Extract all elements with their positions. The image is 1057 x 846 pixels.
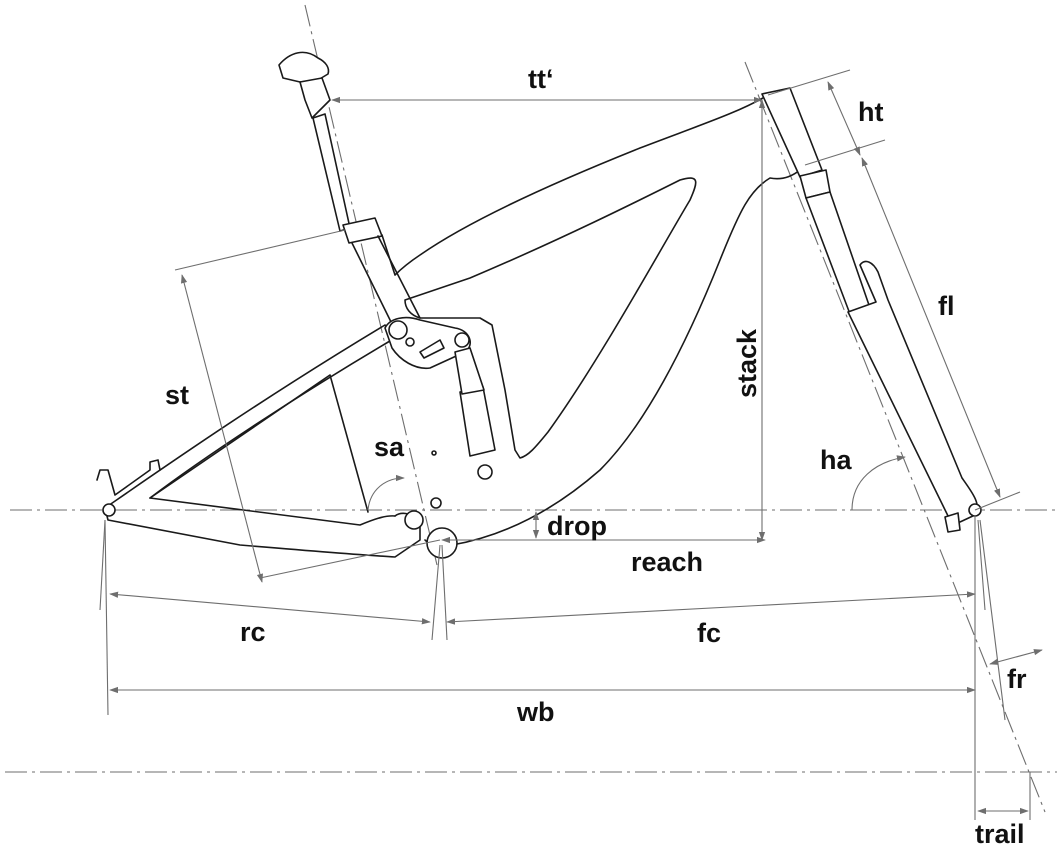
frame-detail-dot: [431, 450, 437, 456]
chainstay: [104, 507, 421, 558]
rocker-pivot-front: [388, 320, 408, 340]
head-tube: [761, 87, 823, 178]
ht-dimension: [827, 81, 861, 156]
label-rc: rc: [240, 617, 266, 647]
bike-frame: [96, 51, 982, 559]
main-frame-outline: [381, 94, 801, 548]
rake-extension: [979, 519, 1006, 721]
fl-dimension: [861, 157, 1001, 498]
seatpost-collar: [342, 217, 383, 244]
label-ht: ht: [858, 97, 883, 127]
label-drop: drop: [547, 511, 607, 541]
label-trail: trail: [975, 819, 1025, 846]
front-axle-extension-b: [977, 519, 986, 611]
shock-lower-mount: [477, 464, 493, 480]
dimension-labels: tt‘ ht fl st stack sa ha drop reach rc f…: [165, 64, 1027, 846]
st-extension-bottom: [259, 539, 441, 579]
seat-tube-axis: [304, 4, 438, 566]
fc-dimension: [446, 591, 976, 625]
label-reach: reach: [631, 547, 703, 577]
ht-extension-bottom: [804, 139, 886, 166]
rear-axle: [102, 503, 116, 517]
rc-dimension: [109, 591, 431, 625]
rear-shock-shaft: [454, 347, 485, 395]
label-fl: fl: [938, 291, 955, 321]
rear-axle-extension: [104, 519, 109, 716]
sa-arc: [367, 474, 405, 511]
label-sa: sa: [374, 432, 405, 462]
main-pivot: [404, 510, 424, 530]
rear-axle-extension-b: [99, 519, 106, 611]
fr-dimension: [989, 649, 1043, 665]
ht-extension-top: [767, 69, 851, 96]
seat-tube: [351, 235, 421, 331]
label-wb: wb: [516, 697, 555, 727]
ha-arc: [851, 455, 906, 511]
label-tt: tt‘: [528, 64, 553, 94]
bb-extension-a: [431, 544, 441, 641]
fl-extension-bottom: [974, 491, 1021, 511]
st-extension-top: [174, 229, 346, 271]
rocker-pivot-rear: [454, 332, 470, 348]
label-st: st: [165, 380, 189, 410]
st-dimension: [180, 274, 264, 583]
rocker-cutout: [419, 339, 445, 359]
label-fc: fc: [697, 618, 721, 648]
saddle-clamp: [278, 51, 330, 83]
fork-dropout: [944, 512, 961, 533]
seatpost-head: [299, 77, 331, 119]
bb-pivot-small: [430, 497, 442, 509]
seatpost: [312, 113, 351, 232]
steering-axis: [744, 61, 1046, 813]
rocker-pivot-mid: [405, 337, 415, 347]
dimension-lines: [99, 69, 1043, 820]
seatstay: [104, 324, 396, 526]
label-stack: stack: [732, 328, 762, 398]
main-frame-inner: [404, 177, 697, 459]
bb-extension-b: [441, 544, 448, 641]
label-ha: ha: [820, 445, 852, 475]
rear-shock-body: [459, 386, 496, 457]
label-fr: fr: [1007, 664, 1027, 694]
rear-dropout: [96, 459, 161, 496]
